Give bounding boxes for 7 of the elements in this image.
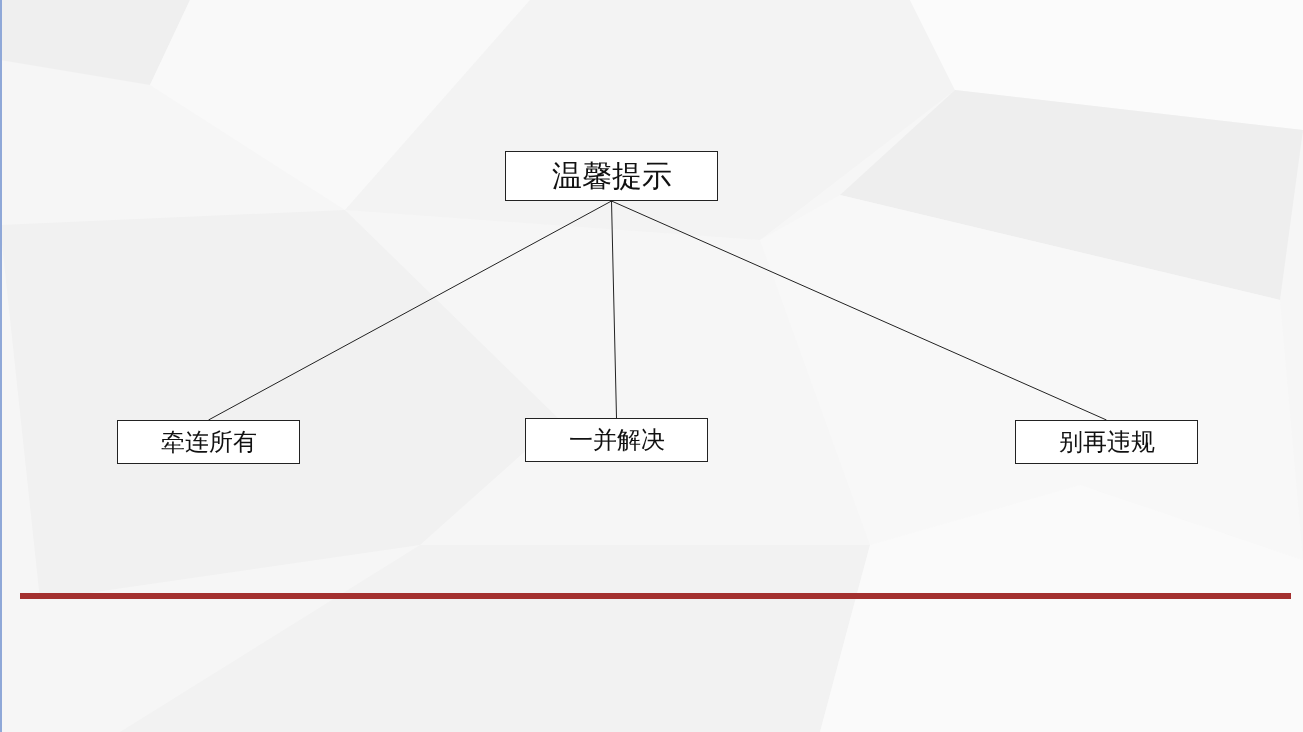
text-box: 别再违规 — [1015, 420, 1198, 464]
text-box: 牵连所有 — [117, 420, 300, 464]
connector-line — [611, 200, 1107, 421]
text-box: 一并解决 — [525, 418, 708, 462]
connector-line — [208, 200, 612, 421]
connector-line — [611, 200, 617, 419]
text-box: 温馨提示 — [505, 151, 718, 201]
